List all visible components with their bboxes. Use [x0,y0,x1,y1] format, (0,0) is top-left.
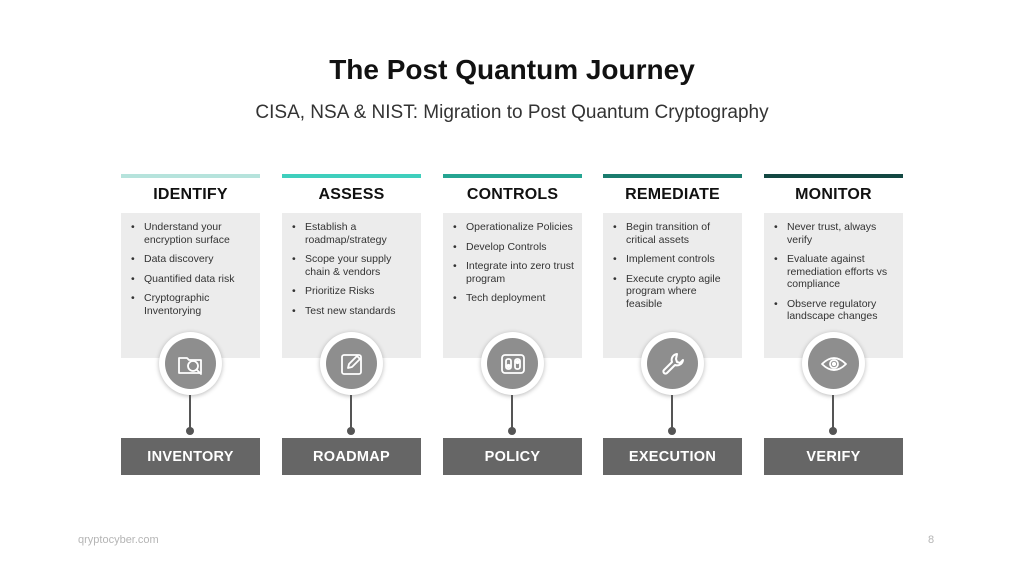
column-accent-bar [282,174,421,178]
stage-label: POLICY [443,438,582,475]
icon-badge [641,332,704,395]
list-item: Prioritize Risks [292,285,413,298]
column-remediate: REMEDIATE Begin transition of critical a… [603,174,742,477]
connector-line [671,395,673,430]
stage-label: VERIFY [764,438,903,475]
column-identify: IDENTIFY Understand your encryption surf… [121,174,260,477]
list-item: Execute crypto agile program where feasi… [613,273,734,311]
toggle-controls-icon [500,353,525,374]
icon-badge [159,332,222,395]
list-item: Observe regulatory landscape changes [774,298,895,323]
column-accent-bar [603,174,742,178]
connector-line [832,395,834,430]
column-heading: CONTROLS [466,186,559,203]
icon-badge [802,332,865,395]
column-assess: ASSESS Establish a roadmap/strategy Scop… [282,174,421,477]
list-item: Cryptographic Inventorying [131,292,252,317]
list-item: Integrate into zero trust program [453,260,574,285]
connector-line [350,395,352,430]
list-item: Begin transition of critical assets [613,221,734,246]
bullet-list: Operationalize Policies Develop Controls… [443,213,582,305]
bullet-list: Never trust, always verify Evaluate agai… [764,213,903,323]
column-accent-bar [121,174,260,178]
connector-line [511,395,513,430]
list-item: Establish a roadmap/strategy [292,221,413,246]
connector-dot [668,427,676,435]
page-subtitle: CISA, NSA & NIST: Migration to Post Quan… [255,102,769,123]
column-card: Operationalize Policies Develop Controls… [443,213,582,358]
connector-dot [829,427,837,435]
eye-icon [820,356,847,371]
column-heading: IDENTIFY [153,186,228,203]
column-heading: ASSESS [318,186,385,203]
stage-label: ROADMAP [282,438,421,475]
list-item: Test new standards [292,305,413,318]
column-monitor: MONITOR Never trust, always verify Evalu… [764,174,903,477]
connector-dot [347,427,355,435]
icon-badge [481,332,544,395]
list-item: Operationalize Policies [453,221,574,234]
footer-website: qryptocyber.com [78,534,159,546]
edit-document-icon [340,353,362,375]
footer-page-number: 8 [928,534,935,546]
bullet-list: Begin transition of critical assets Impl… [603,213,742,310]
page-title: The Post Quantum Journey [329,54,695,85]
column-heading: REMEDIATE [625,186,720,203]
icon-badge [320,332,383,395]
column-controls: CONTROLS Operationalize Policies Develop… [443,174,582,477]
stage-label: EXECUTION [603,438,742,475]
column-accent-bar [764,174,903,178]
folder-search-icon [177,356,202,375]
list-item: Evaluate against remediation efforts vs … [774,253,895,291]
list-item: Understand your encryption surface [131,221,252,246]
column-card: Understand your encryption surface Data … [121,213,260,358]
list-item: Data discovery [131,253,252,266]
column-accent-bar [443,174,582,178]
column-heading: MONITOR [795,186,872,203]
list-item: Tech deployment [453,292,574,305]
list-item: Develop Controls [453,241,574,254]
list-item: Scope your supply chain & vendors [292,253,413,278]
bullet-list: Establish a roadmap/strategy Scope your … [282,213,421,317]
connector-line [189,395,191,430]
connector-dot [186,427,194,435]
list-item: Implement controls [613,253,734,266]
wrench-icon [661,352,684,375]
connector-dot [508,427,516,435]
list-item: Never trust, always verify [774,221,895,246]
column-card: Establish a roadmap/strategy Scope your … [282,213,421,358]
stage-label: INVENTORY [121,438,260,475]
bullet-list: Understand your encryption surface Data … [121,213,260,317]
list-item: Quantified data risk [131,273,252,286]
